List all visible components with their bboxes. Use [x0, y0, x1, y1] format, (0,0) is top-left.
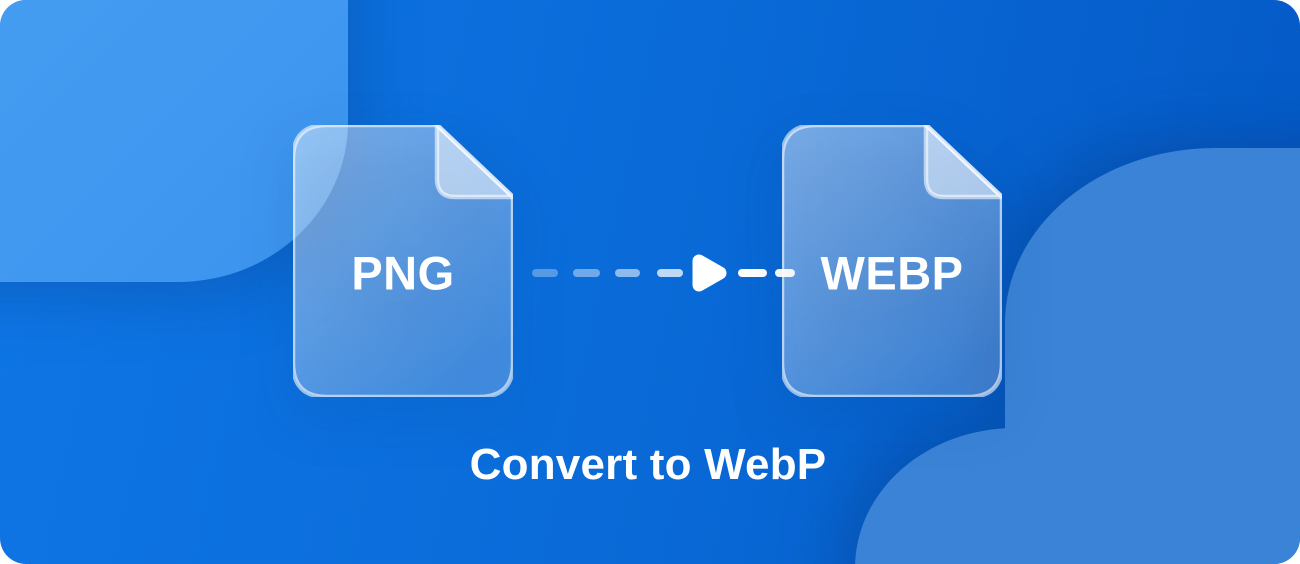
play-arrow-icon — [692, 254, 727, 292]
banner-title: Convert to WebP — [469, 440, 827, 489]
connector-dash — [615, 269, 640, 277]
png-file-icon: PNG — [293, 125, 513, 397]
connector-dash — [657, 269, 683, 277]
file-shape-icon — [782, 125, 1002, 397]
background-blob-top-left — [0, 0, 348, 282]
folded-corner-icon — [434, 125, 513, 200]
connector-dash — [573, 269, 600, 277]
connector-dash — [738, 269, 767, 277]
target-format-label: WEBP — [820, 246, 964, 300]
file-shape-icon — [293, 125, 513, 397]
webp-file-icon: WEBP — [782, 125, 1002, 397]
connector-dash — [532, 269, 558, 277]
background-blob-bottom-right-flare — [855, 428, 1300, 564]
source-format-label: PNG — [351, 246, 455, 300]
folded-corner-icon — [923, 125, 1002, 200]
